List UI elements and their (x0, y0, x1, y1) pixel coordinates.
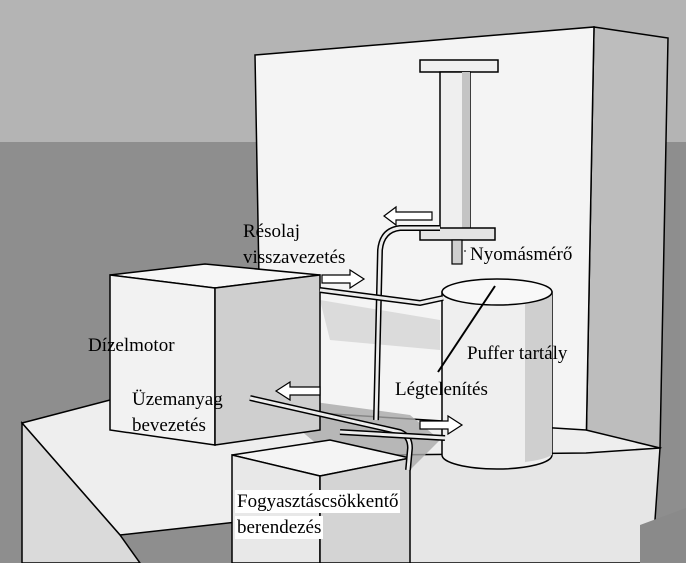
gauge-nozzle (451, 239, 463, 265)
vent-pipe-inner (339, 430, 446, 440)
gauge-top-cap (419, 59, 499, 73)
vent-leader (437, 285, 496, 373)
motor-out-arrow-icon (321, 268, 366, 290)
ground-corner (640, 508, 686, 563)
label-dizelmotor: Dízelmotor (88, 335, 175, 356)
return-arrow-icon (383, 205, 433, 227)
buffer-tank-top (441, 278, 553, 306)
label-fogyasztas-line2: berendezés (235, 516, 324, 539)
label-puffer: Puffer tartály (467, 343, 568, 364)
label-resolaj-line1: Résolaj (243, 221, 300, 242)
return-pipe-inner (374, 226, 440, 421)
buffer-tank-body (441, 291, 553, 470)
label-resolaj-line2: visszavezetés (243, 247, 346, 268)
label-nyomasmero: Nyomásmérő (470, 244, 573, 265)
vent-arrow-icon (419, 414, 464, 436)
label-fogyasztas-line1: Fogyasztáscsökkentő (235, 490, 401, 513)
buffer-tank-shade (525, 292, 552, 462)
fuel-arrow-icon (274, 380, 321, 402)
base-front (21, 421, 141, 563)
label-uzemanyag-line1: Üzemanyag (132, 389, 223, 410)
motor-tank-pipe-inner (319, 288, 444, 305)
label-uzemanyag-line2: bevezetés (132, 415, 206, 436)
back-wall-side (585, 26, 669, 454)
motor-side (214, 274, 321, 446)
gauge-cylinder-shade (462, 72, 470, 230)
label-legtelenites: Légtelenítés (395, 379, 488, 400)
